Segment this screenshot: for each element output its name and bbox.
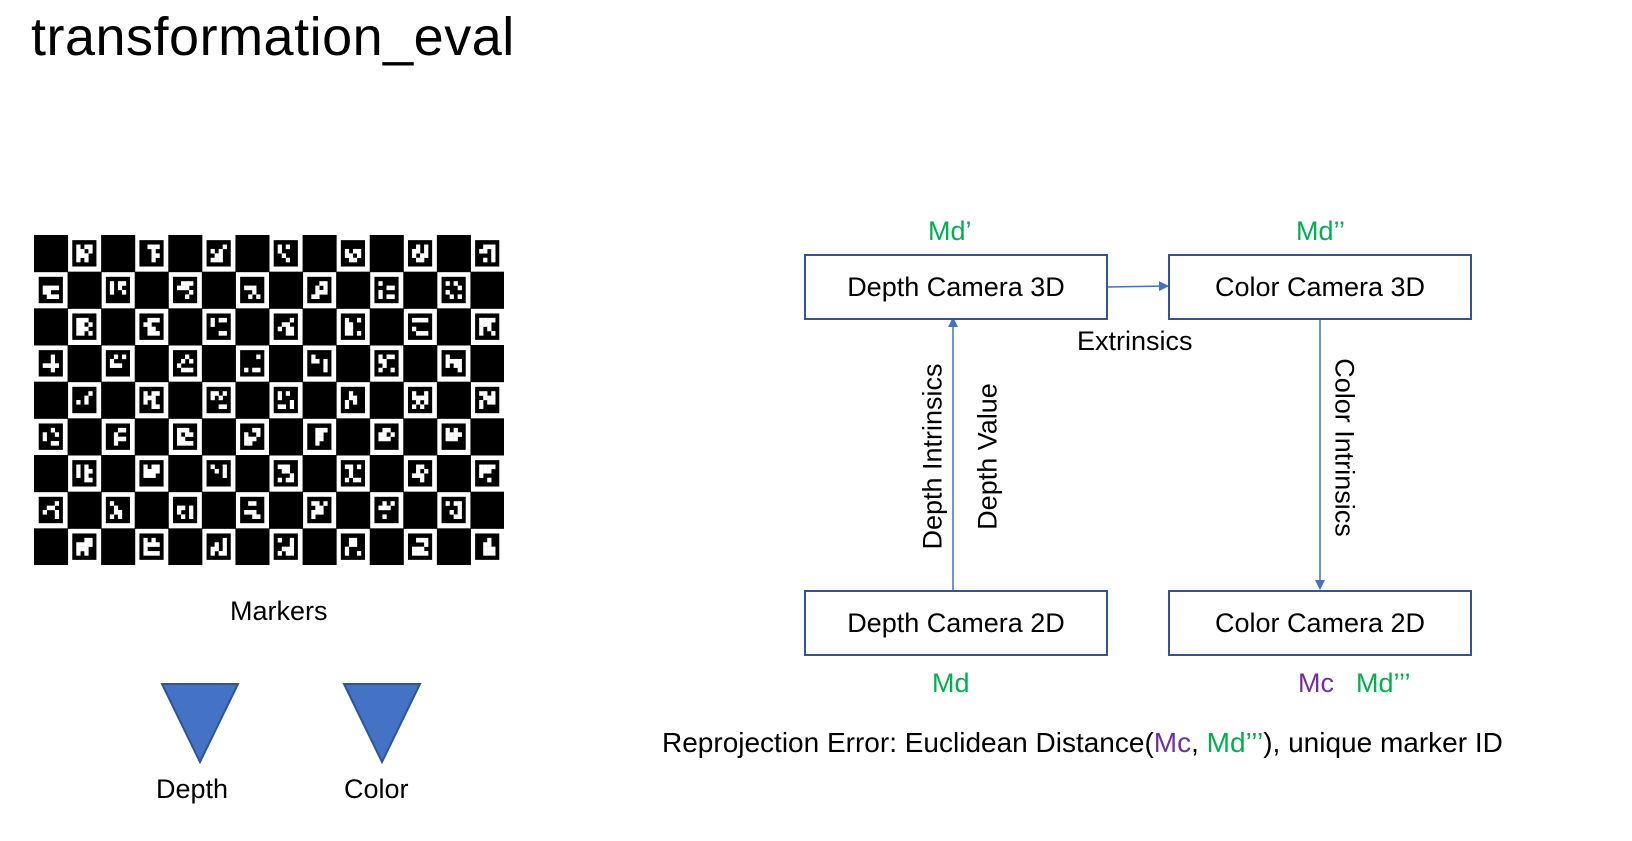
reprojection-error-text: Reprojection Error: Euclidean Distance(M… [662,727,1503,759]
color-camera-2d-box: Color Camera 2D [1168,590,1472,656]
color-camera-label: Color [344,774,409,804]
color-camera-icon [342,682,422,764]
label-mc: Mc [1298,668,1334,698]
footer-prefix: Reprojection Error: Euclidean Distance( [662,727,1154,758]
footer-md: Md’’’ [1206,727,1264,758]
extrinsics-label: Extrinsics [1077,326,1193,356]
color-intrinsics-label: Color Intrinsics [1329,358,1360,537]
label-md-prime: Md’ [928,216,972,246]
footer-sep: , [1191,727,1207,758]
depth-camera-2d-text: Depth Camera 2D [847,607,1065,638]
label-md: Md [932,668,970,698]
label-md-double-prime: Md’’ [1296,216,1346,246]
page-title: transformation_eval [31,7,515,67]
depth-camera-2d-box: Depth Camera 2D [804,590,1108,656]
footer-suffix: ), unique marker ID [1263,727,1503,758]
depth-camera-3d-text: Depth Camera 3D [847,271,1065,302]
color-camera-3d-box: Color Camera 3D [1168,254,1472,320]
extrinsics-arrow [1106,281,1169,292]
footer-mc: Mc [1153,727,1192,758]
depth-value-label: Depth Value [972,383,1003,530]
depth-intrinsics-label: Depth Intrinsics [917,363,948,550]
depth-camera-label: Depth [156,774,229,804]
depth-camera-icon [160,682,240,764]
depth-camera-3d-box: Depth Camera 3D [804,254,1108,320]
label-md-triple-prime: Md’’’ [1356,668,1411,698]
marker-board [34,235,504,565]
color-camera-2d-text: Color Camera 2D [1214,607,1426,638]
color-camera-3d-text: Color Camera 3D [1214,271,1426,302]
markers-label: Markers [230,596,328,626]
